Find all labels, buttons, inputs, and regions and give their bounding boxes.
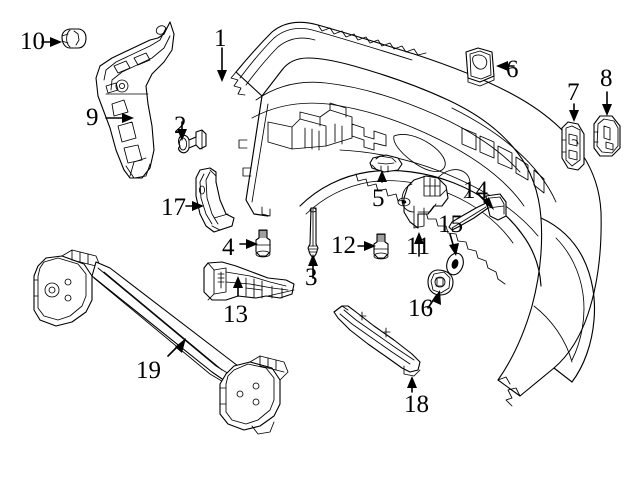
leader-3 [308, 254, 318, 279]
part-nut-clip [61, 28, 87, 49]
part-lower-valance-trim [333, 305, 421, 377]
leader-19 [167, 338, 186, 357]
part-bumper-cover [230, 21, 602, 407]
leader-17 [185, 201, 204, 211]
callout-label-1[interactable]: 1 [214, 25, 227, 52]
callout-label-10[interactable]: 10 [20, 28, 45, 55]
part-side-guide-bracket [95, 21, 175, 179]
part-side-cover-right [593, 115, 621, 157]
callout-label-17[interactable]: 17 [161, 194, 186, 221]
leader-10 [41, 37, 62, 47]
callout-label-15[interactable]: 15 [438, 211, 463, 238]
callout-label-5[interactable]: 5 [372, 185, 385, 212]
callout-label-3[interactable]: 3 [305, 264, 318, 291]
part-retainer-clip [369, 154, 403, 173]
callout-label-7[interactable]: 7 [567, 79, 580, 106]
callout-label-16[interactable]: 16 [408, 295, 433, 322]
leader-6 [496, 61, 515, 71]
callout-label-9[interactable]: 9 [86, 104, 99, 131]
leader-11 [414, 232, 424, 257]
callout-label-8[interactable]: 8 [600, 65, 613, 92]
leader-4 [239, 239, 258, 249]
leader-9 [105, 113, 134, 123]
part-bumper-reinforcement-beam [33, 249, 289, 435]
leader-12 [357, 241, 376, 251]
part-lower-support-bracket [203, 261, 295, 301]
callout-label-11[interactable]: 11 [406, 233, 431, 260]
callout-label-12[interactable]: 12 [331, 232, 356, 259]
callout-label-18[interactable]: 18 [404, 391, 429, 418]
callout-label-2[interactable]: 2 [174, 112, 187, 139]
callout-label-13[interactable]: 13 [223, 301, 248, 328]
leader-2 [177, 121, 187, 141]
leader-5 [377, 170, 387, 183]
part-long-bolt [307, 207, 319, 259]
part-mounting-bracket [397, 175, 449, 229]
leader-13 [233, 276, 243, 297]
part-flange-bolt [255, 229, 271, 258]
callout-label-4[interactable]: 4 [222, 234, 235, 261]
part-side-bracket-right [561, 121, 585, 171]
leader-8 [602, 91, 612, 116]
part-grommet-washer [446, 252, 464, 276]
part-hex-flange-bolt [373, 233, 389, 260]
part-side-retainer [195, 167, 235, 233]
leader-7 [569, 103, 579, 122]
part-impact-sensor-rod [448, 193, 507, 231]
callout-label-14[interactable]: 14 [463, 177, 488, 204]
leader-15 [449, 233, 459, 256]
leader-1 [217, 47, 227, 82]
callout-label-19[interactable]: 19 [136, 357, 161, 384]
leader-18 [407, 376, 417, 393]
callout-label-6[interactable]: 6 [506, 56, 519, 83]
part-tow-eye-cover [465, 47, 495, 87]
leader-14 [477, 193, 494, 210]
leader-16 [427, 290, 441, 309]
part-flange-nut [427, 269, 454, 296]
